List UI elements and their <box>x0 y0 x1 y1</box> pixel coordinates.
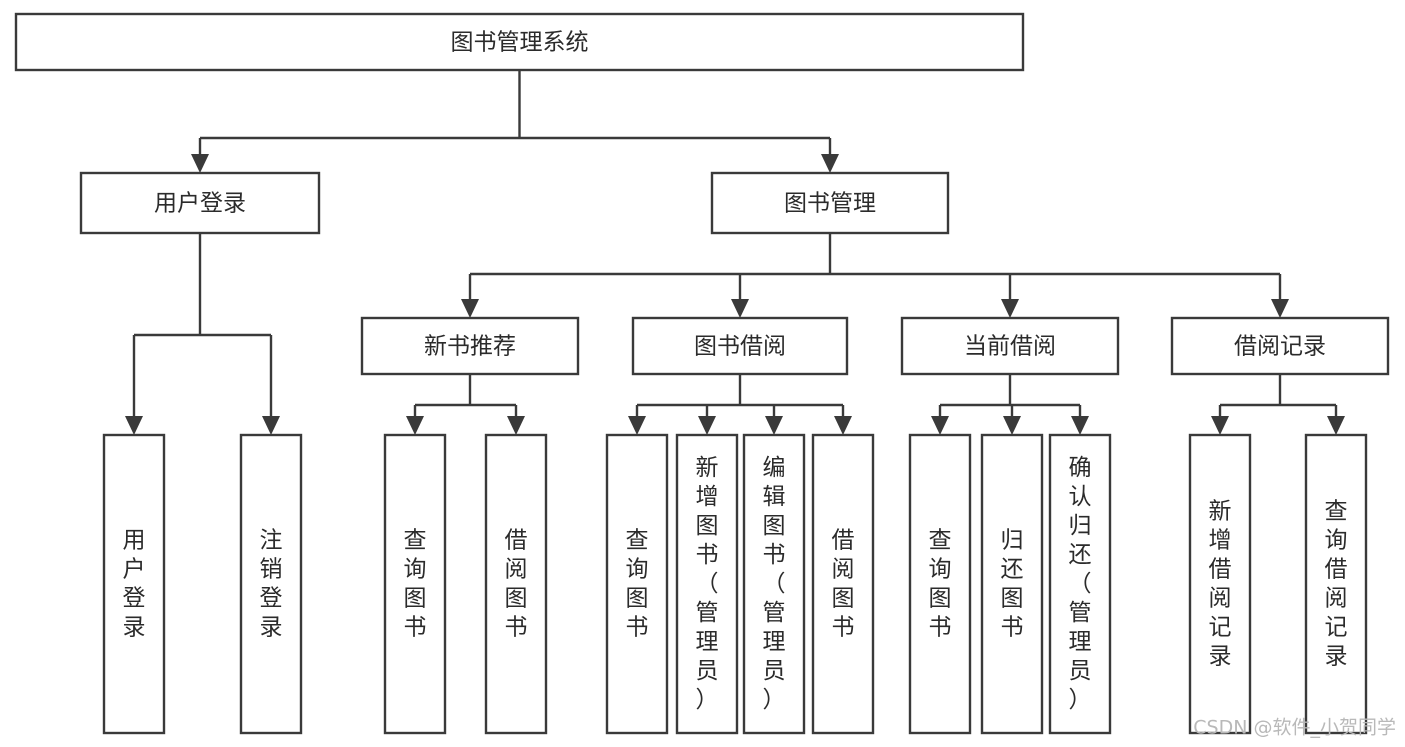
node-leaf-query-record[interactable]: 查询借阅记录 <box>1304 433 1368 735</box>
node-box-leaf-confirm-return <box>1048 433 1112 735</box>
node-label-root: 图书管理系统 <box>451 30 589 56</box>
node-box-leaf-query-record <box>1304 433 1368 735</box>
node-box-root <box>14 12 1025 72</box>
node-box-book-manage <box>710 171 950 235</box>
node-label-leaf-add-record: 新增借阅记录 <box>1209 498 1232 669</box>
node-box-new-book-rec <box>360 316 580 376</box>
node-label-leaf-add-book: 新增图书（管理员） <box>696 455 719 713</box>
node-label-leaf-logout: 注销登录 <box>260 527 283 640</box>
node-label-borrow-record: 借阅记录 <box>1234 334 1326 360</box>
arrow-head-user-login <box>191 154 209 173</box>
node-book-manage[interactable]: 图书管理 <box>710 171 950 235</box>
node-label-leaf-query-record: 查询借阅记录 <box>1325 498 1348 669</box>
arrow-head-leaf-edit-book <box>765 416 783 435</box>
arrow-head-borrow-record <box>1271 299 1289 318</box>
node-leaf-return-book[interactable]: 归还图书 <box>980 433 1044 735</box>
csdn-watermark: CSDN @软件_小贺同学 <box>1193 717 1396 739</box>
node-layer: 图书管理系统用户登录图书管理新书推荐图书借阅当前借阅借阅记录用户登录注销登录查询… <box>14 12 1390 735</box>
node-box-leaf-add-record <box>1188 433 1252 735</box>
node-box-leaf-borrow-book-2 <box>811 433 875 735</box>
node-box-current-borrow <box>900 316 1120 376</box>
arrow-head-leaf-query-book-3 <box>931 416 949 435</box>
node-label-book-manage: 图书管理 <box>784 191 876 217</box>
node-box-leaf-user-login <box>102 433 166 735</box>
node-leaf-logout[interactable]: 注销登录 <box>239 433 303 735</box>
node-leaf-borrow-book-2[interactable]: 借阅图书 <box>811 433 875 735</box>
node-label-leaf-return-book: 归还图书 <box>1001 527 1024 640</box>
node-leaf-add-book[interactable]: 新增图书（管理员） <box>675 433 739 735</box>
node-label-leaf-borrow-book-1: 借阅图书 <box>505 527 528 640</box>
node-leaf-query-book-3[interactable]: 查询图书 <box>908 433 972 735</box>
arrow-head-leaf-borrow-book-2 <box>834 416 852 435</box>
connector-layer <box>125 70 1345 435</box>
node-label-leaf-confirm-return: 确认归还（管理员） <box>1069 455 1092 713</box>
arrow-head-leaf-add-book <box>698 416 716 435</box>
node-label-leaf-query-book-1: 查询图书 <box>404 527 427 640</box>
arrow-head-leaf-logout <box>262 416 280 435</box>
node-label-current-borrow: 当前借阅 <box>964 334 1056 360</box>
node-book-borrow[interactable]: 图书借阅 <box>631 316 849 376</box>
node-box-leaf-add-book <box>675 433 739 735</box>
node-label-leaf-query-book-3: 查询图书 <box>929 527 952 640</box>
node-root[interactable]: 图书管理系统 <box>14 12 1025 72</box>
arrow-head-leaf-query-record <box>1327 416 1345 435</box>
node-borrow-record[interactable]: 借阅记录 <box>1170 316 1390 376</box>
arrow-head-leaf-confirm-return <box>1071 416 1089 435</box>
arrow-head-book-manage <box>821 154 839 173</box>
node-leaf-add-record[interactable]: 新增借阅记录 <box>1188 433 1252 735</box>
arrow-head-leaf-user-login <box>125 416 143 435</box>
arrow-head-leaf-query-book-2 <box>628 416 646 435</box>
arrow-head-leaf-add-record <box>1211 416 1229 435</box>
node-label-user-login: 用户登录 <box>154 191 246 217</box>
node-box-leaf-query-book-3 <box>908 433 972 735</box>
node-box-leaf-return-book <box>980 433 1044 735</box>
node-leaf-edit-book[interactable]: 编辑图书（管理员） <box>742 433 806 735</box>
node-label-new-book-rec: 新书推荐 <box>424 334 516 360</box>
node-label-leaf-query-book-2: 查询图书 <box>626 527 649 640</box>
arrow-head-leaf-return-book <box>1003 416 1021 435</box>
node-user-login[interactable]: 用户登录 <box>79 171 321 235</box>
arrow-head-new-book-rec <box>461 299 479 318</box>
node-label-book-borrow: 图书借阅 <box>694 334 786 360</box>
node-leaf-confirm-return[interactable]: 确认归还（管理员） <box>1048 433 1112 735</box>
node-box-book-borrow <box>631 316 849 376</box>
arrow-head-book-borrow <box>731 299 749 318</box>
node-leaf-query-book-1[interactable]: 查询图书 <box>383 433 447 735</box>
node-leaf-user-login[interactable]: 用户登录 <box>102 433 166 735</box>
arrow-head-leaf-query-book-1 <box>406 416 424 435</box>
node-box-leaf-logout <box>239 433 303 735</box>
node-label-leaf-user-login: 用户登录 <box>123 527 146 640</box>
node-box-leaf-borrow-book-1 <box>484 433 548 735</box>
arrow-head-current-borrow <box>1001 299 1019 318</box>
node-leaf-borrow-book-1[interactable]: 借阅图书 <box>484 433 548 735</box>
node-label-leaf-borrow-book-2: 借阅图书 <box>832 527 855 640</box>
node-box-leaf-query-book-2 <box>605 433 669 735</box>
node-label-leaf-edit-book: 编辑图书（管理员） <box>763 455 786 713</box>
node-leaf-query-book-2[interactable]: 查询图书 <box>605 433 669 735</box>
node-box-leaf-query-book-1 <box>383 433 447 735</box>
node-current-borrow[interactable]: 当前借阅 <box>900 316 1120 376</box>
node-new-book-rec[interactable]: 新书推荐 <box>360 316 580 376</box>
node-box-leaf-edit-book <box>742 433 806 735</box>
node-box-borrow-record <box>1170 316 1390 376</box>
arrow-head-leaf-borrow-book-1 <box>507 416 525 435</box>
node-box-user-login <box>79 171 321 235</box>
